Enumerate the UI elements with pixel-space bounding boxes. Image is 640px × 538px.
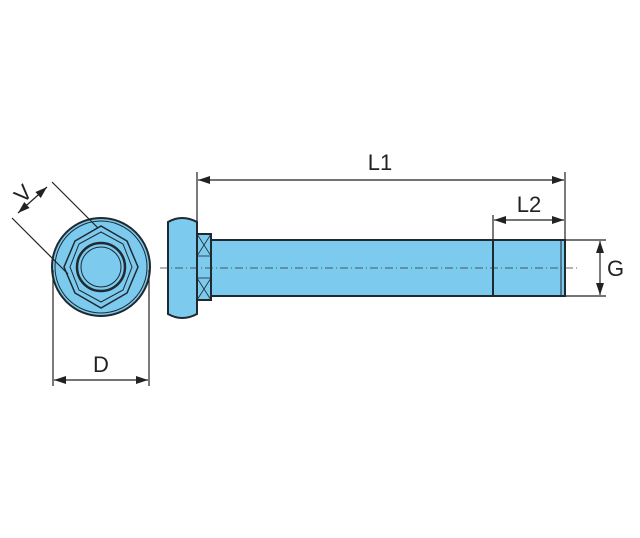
dimension-d <box>52 270 150 386</box>
dimension-v <box>11 181 99 275</box>
label-l1: L1 <box>368 150 392 175</box>
dimension-l2 <box>492 215 564 240</box>
label-l2: L2 <box>517 192 541 217</box>
hex-collar-side <box>196 233 212 301</box>
dimension-l1 <box>196 172 566 240</box>
label-v: V <box>9 179 37 207</box>
dimension-g <box>566 239 606 297</box>
label-g: G <box>607 256 624 281</box>
end-view <box>51 217 151 317</box>
label-d: D <box>93 352 109 377</box>
